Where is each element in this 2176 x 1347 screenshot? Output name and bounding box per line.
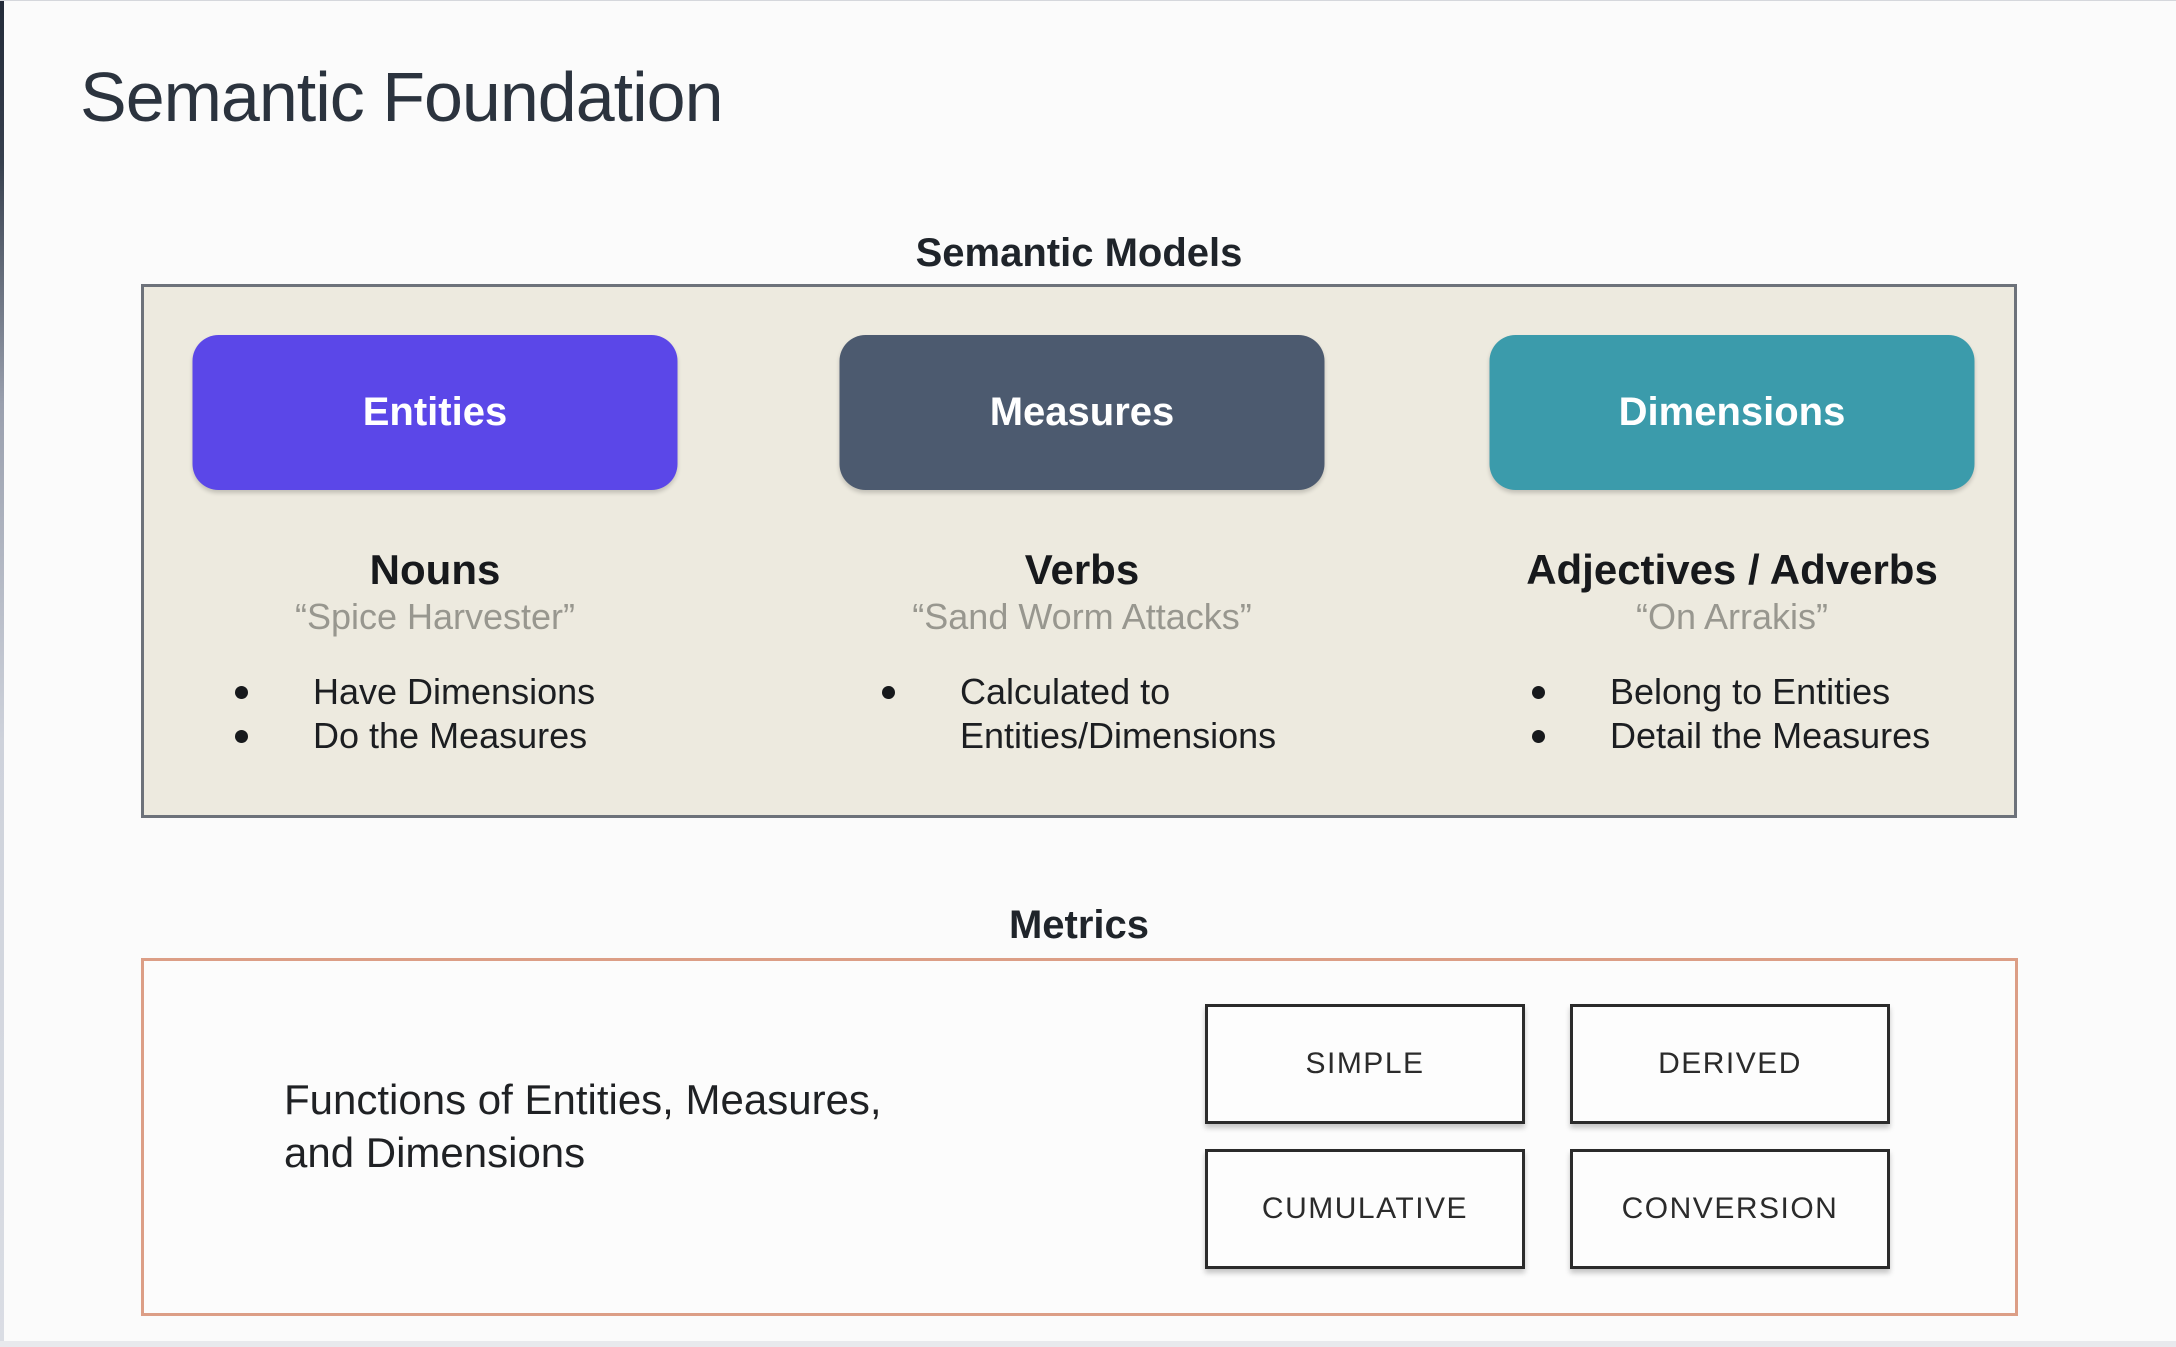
bullet-text: Do the Measures [313, 715, 588, 756]
bullet-dot-icon [882, 686, 895, 699]
dimensions-column: Dimensions Adjectives / Adverbs “On Arra… [1472, 287, 1992, 815]
entities-bullet-list: Have Dimensions Do the Measures [235, 670, 695, 758]
bullet-dot-icon [1532, 730, 1545, 743]
measures-role-label: Verbs [1024, 546, 1140, 593]
bullet-text: Belong to Entities [1610, 671, 1891, 712]
measures-pill: Measures [839, 335, 1325, 490]
list-item: Calculated to Entities/Dimensions [882, 670, 1342, 758]
metric-type-conversion: CONVERSION [1570, 1149, 1890, 1269]
list-item: Have Dimensions [235, 670, 695, 714]
entities-example-label: “Spice Harvester” [294, 596, 576, 637]
dimensions-pill: Dimensions [1489, 335, 1975, 490]
bullet-text: Have Dimensions [313, 671, 596, 712]
metric-type-derived: DERIVED [1570, 1004, 1890, 1124]
window-bottom-border [0, 1341, 2176, 1347]
bullet-text: Calculated to Entities/Dimensions [960, 671, 1277, 756]
bullet-text: Detail the Measures [1610, 715, 1931, 756]
metrics-description: Functions of Entities, Measures, and Dim… [284, 1076, 882, 1176]
entities-pill: Entities [192, 335, 678, 490]
semantic-models-panel: Entities Nouns “Spice Harvester” Have Di… [141, 284, 2017, 818]
page-title: Semantic Foundation [80, 58, 724, 136]
bullet-dot-icon [235, 686, 248, 699]
list-item: Belong to Entities [1532, 670, 1992, 714]
metric-type-cumulative: CUMULATIVE [1205, 1149, 1525, 1269]
metrics-panel: Functions of Entities, Measures, and Dim… [141, 958, 2018, 1316]
dimensions-example-label: “On Arrakis” [1635, 596, 1829, 637]
metric-type-simple: SIMPLE [1205, 1004, 1525, 1124]
dimensions-bullet-list: Belong to Entities Detail the Measures [1532, 670, 1992, 758]
measures-bullet-list: Calculated to Entities/Dimensions [882, 670, 1342, 758]
bullet-dot-icon [1532, 686, 1545, 699]
list-item: Detail the Measures [1532, 714, 1992, 758]
dimensions-role-label: Adjectives / Adverbs [1526, 546, 1938, 593]
measures-column: Measures Verbs “Sand Worm Attacks” Calcu… [822, 287, 1342, 815]
list-item: Do the Measures [235, 714, 695, 758]
entities-role-label: Nouns [369, 546, 501, 593]
metric-type-grid: SIMPLE DERIVED CUMULATIVE CONVERSION [1205, 1004, 1890, 1269]
metrics-heading: Metrics [1008, 903, 1150, 947]
window-left-border [0, 1, 4, 1347]
semantic-models-heading: Semantic Models [915, 231, 1243, 275]
bullet-dot-icon [235, 730, 248, 743]
measures-example-label: “Sand Worm Attacks” [912, 596, 1252, 637]
entities-column: Entities Nouns “Spice Harvester” Have Di… [175, 287, 695, 815]
